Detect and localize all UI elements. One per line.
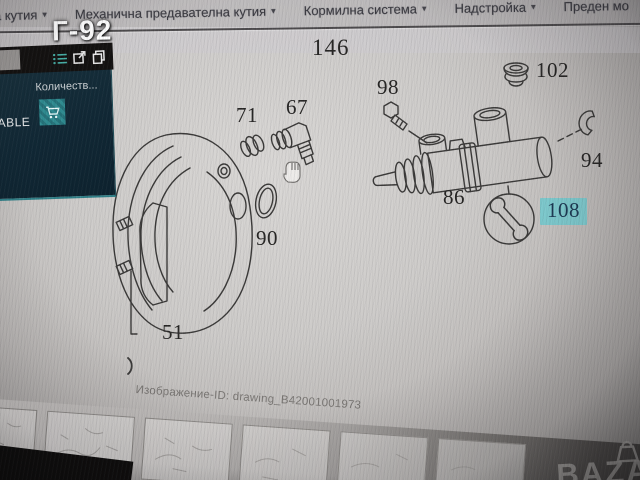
menu-item-superstructure[interactable]: Надстройка ▾	[454, 0, 536, 16]
drawing-thumbnail[interactable]	[336, 431, 429, 480]
part-label-67[interactable]: 67	[286, 95, 308, 119]
menu-item-front-axle[interactable]: Преден мо	[563, 0, 630, 15]
list-icon[interactable]	[52, 52, 68, 65]
part-label-108-highlighted[interactable]: 108	[540, 198, 587, 225]
photo-annotation-label: Г-92	[51, 14, 113, 47]
copy-icon[interactable]	[92, 49, 107, 64]
quantity-panel: Количеств... ABLE	[0, 67, 117, 202]
cart-icon[interactable]	[38, 98, 66, 126]
menu-item-steering-system[interactable]: Кормилна система ▾	[303, 1, 427, 19]
figure-number: 146	[312, 35, 350, 60]
toolbar-chip	[0, 49, 21, 71]
part-label-71[interactable]: 71	[236, 103, 258, 127]
hand-cursor-icon	[283, 161, 301, 183]
drawing-thumbnail[interactable]	[433, 438, 527, 480]
part-label-86[interactable]: 86	[443, 185, 465, 209]
drawing-thumbnail[interactable]	[140, 417, 233, 480]
chevron-down-icon: ▾	[42, 9, 47, 20]
chevron-down-icon: ▾	[421, 3, 427, 14]
quantity-column-header: Количеств...	[35, 79, 98, 94]
menu-item-transfer-case[interactable]: давателна кутия ▾	[0, 7, 47, 24]
bazar-watermark: BAZAR	[555, 440, 640, 480]
shopping-bag-icon	[612, 438, 640, 463]
available-truncated-label: ABLE	[0, 114, 31, 130]
open-in-new-icon[interactable]	[73, 50, 87, 65]
part-label-94[interactable]: 94	[581, 148, 603, 172]
drawing-thumbnail[interactable]	[238, 424, 331, 480]
part-label-51[interactable]: 51	[162, 320, 184, 344]
chevron-down-icon: ▾	[530, 1, 536, 12]
part-label-90[interactable]: 90	[256, 226, 278, 250]
part-label-102[interactable]: 102	[536, 58, 569, 82]
part-label-98[interactable]: 98	[377, 75, 399, 99]
chevron-down-icon: ▾	[271, 5, 276, 16]
